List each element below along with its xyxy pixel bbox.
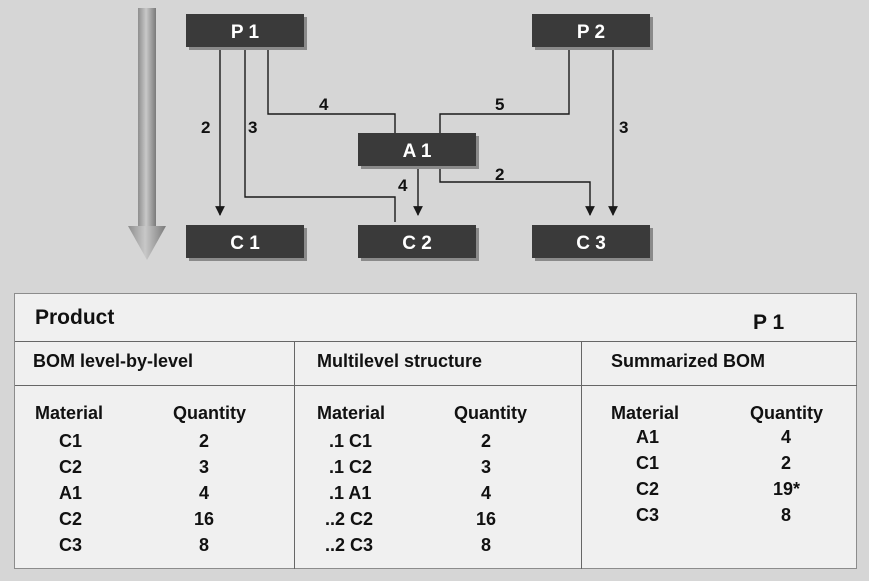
column-title: BOM level-by-level: [33, 351, 194, 371]
table-row: A1 4: [582, 427, 857, 453]
edge-p1-a1: [267, 48, 396, 133]
edge-label-p1-c2: 3: [248, 118, 257, 137]
table-row: C3 8: [582, 505, 857, 531]
bom-structure-diagram: 2 3 4 5 3 4 2 P 1 P 2 A 1 C 1 C 2 C 3: [128, 8, 653, 261]
svg-text:A 1: A 1: [403, 141, 432, 162]
node-p1: P 1: [186, 14, 307, 50]
material-cell: C2: [636, 479, 660, 499]
product-value: P 1: [753, 311, 785, 334]
svg-text:P 2: P 2: [577, 22, 605, 43]
material-cell: C3: [636, 505, 660, 525]
quantity-header: Quantity: [173, 403, 247, 423]
material-header: Material: [35, 403, 104, 423]
material-cell: C2: [59, 457, 83, 477]
product-label: Product: [35, 306, 115, 329]
table-row: C2 3: [15, 457, 294, 483]
table-row: C3 8: [15, 535, 294, 561]
svg-text:C 2: C 2: [402, 233, 432, 254]
material-cell: .1 C1: [329, 431, 373, 451]
svg-text:P 1: P 1: [231, 22, 260, 43]
table-row: C1 2: [582, 453, 857, 479]
quantity-cell: 3: [199, 457, 210, 477]
table-row: .1 C1 2: [295, 431, 582, 457]
material-cell: ..2 C3: [325, 535, 374, 555]
edge-p2-a1: [439, 48, 570, 133]
material-cell: .1 A1: [329, 483, 372, 503]
edge-label-p2-c3: 3: [619, 118, 628, 137]
node-a1: A 1: [358, 133, 479, 169]
quantity-cell: 3: [481, 457, 492, 477]
node-p2: P 2: [532, 14, 653, 50]
column-title: Summarized BOM: [611, 351, 766, 371]
node-c1: C 1: [186, 225, 307, 261]
material-cell: A1: [59, 483, 83, 503]
column-title: Multilevel structure: [317, 351, 483, 371]
edge-a1-c3: [439, 166, 595, 216]
quantity-cell: 16: [194, 509, 215, 529]
quantity-cell: 19*: [773, 479, 801, 499]
edge-label-a1-c3: 2: [495, 165, 504, 184]
material-cell: C1: [636, 453, 660, 473]
quantity-cell: 4: [781, 427, 792, 447]
quantity-cell: 4: [481, 483, 492, 503]
edge-label-p1-a1: 4: [319, 95, 329, 114]
table-row: ..2 C2 16: [295, 509, 582, 535]
quantity-cell: 4: [199, 483, 210, 503]
edge-label-p1-c1: 2: [201, 118, 210, 137]
edge-label-p2-a1: 5: [495, 95, 504, 114]
node-c3: C 3: [532, 225, 653, 261]
svg-text:C 1: C 1: [230, 233, 260, 254]
table-row: ..2 C3 8: [295, 535, 582, 561]
column-summarized-bom: Summarized BOM Material Quantity A1 4 C1…: [581, 341, 857, 569]
table-row: C2 19*: [582, 479, 857, 505]
table-row: .1 A1 4: [295, 483, 582, 509]
bom-comparison-table: Product P 1 BOM level-by-level Material …: [14, 293, 857, 569]
material-header: Material: [317, 403, 386, 423]
level-down-arrow-icon: [128, 8, 166, 260]
material-cell: C3: [59, 535, 83, 555]
quantity-cell: 2: [781, 453, 792, 473]
quantity-cell: 8: [199, 535, 210, 555]
quantity-cell: 2: [481, 431, 492, 451]
material-cell: A1: [636, 427, 660, 447]
material-cell: ..2 C2: [325, 509, 374, 529]
table-row: C1 2: [15, 431, 294, 457]
material-cell: C2: [59, 509, 83, 529]
material-cell: C1: [59, 431, 83, 451]
table-row: A1 4: [15, 483, 294, 509]
quantity-cell: 8: [781, 505, 792, 525]
material-cell: .1 C2: [329, 457, 373, 477]
table-row: .1 C2 3: [295, 457, 582, 483]
svg-text:C 3: C 3: [576, 233, 606, 254]
edge-label-a1-c2: 4: [398, 176, 408, 195]
column-bom-level-by-level: BOM level-by-level Material Quantity C1 …: [15, 341, 294, 569]
material-header: Material: [611, 403, 680, 423]
table-row: C2 16: [15, 509, 294, 535]
quantity-cell: 8: [481, 535, 492, 555]
quantity-header: Quantity: [454, 403, 528, 423]
edge-p1-c2: [244, 48, 396, 222]
quantity-cell: 16: [476, 509, 497, 529]
product-row: Product P 1: [15, 294, 856, 342]
quantity-cell: 2: [199, 431, 210, 451]
column-multilevel-structure: Multilevel structure Material Quantity .…: [294, 341, 582, 569]
quantity-header: Quantity: [750, 403, 824, 423]
node-c2: C 2: [358, 225, 479, 261]
